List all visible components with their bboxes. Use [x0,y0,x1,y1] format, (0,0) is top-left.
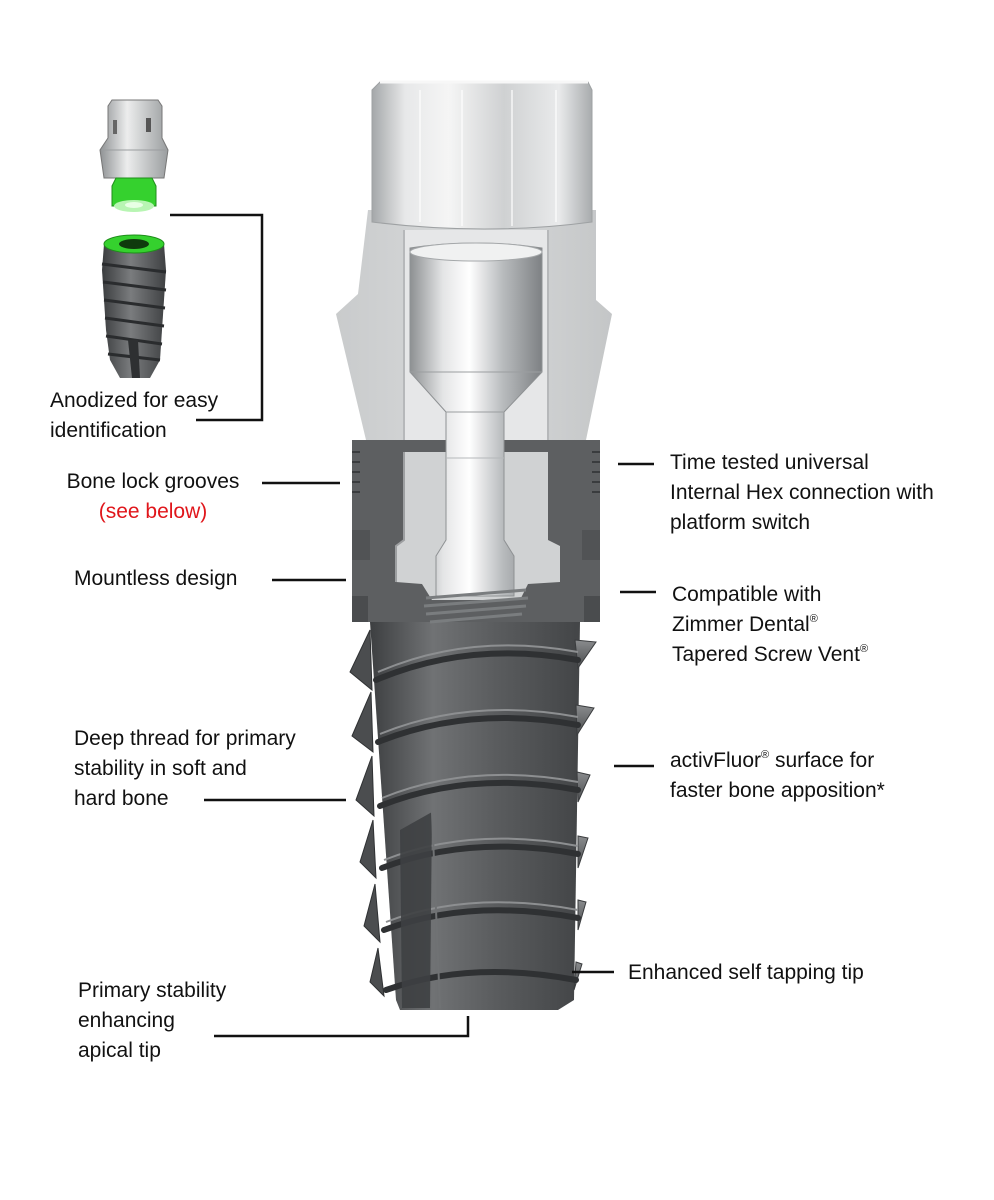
deep-thread-label-line-3: hard bone [74,787,169,810]
small-implant [101,234,167,378]
small-abutment [99,99,169,212]
compatible-label-line-1: Compatible with [672,583,822,606]
anodized-label-line-1: Anodized for easy [50,389,219,412]
primary-stability-callout-line [214,1016,470,1038]
bone-lock-label: Bone lock grooves (see below) [52,467,254,527]
bone-lock-label-text: Bone lock grooves [66,470,240,493]
deep-thread-label-line-2: stability in soft and [74,757,247,780]
self-tapping-label-text: Enhanced self tapping tip [628,961,864,984]
deep-thread-label: Deep thread for primary stability in sof… [74,724,296,814]
compatible-label: Compatible with Zimmer Dental® Tapered S… [672,580,868,670]
internal-hex-label-line-2: Internal Hex connection with [670,481,934,504]
compatible-label-line-2: Zimmer Dental® [672,610,868,640]
callout-lines [170,213,656,1038]
see-below-link[interactable]: (see below) [98,500,208,523]
surface-for-text: surface for [769,749,875,772]
zimmer-dental-text: Zimmer Dental [672,613,810,636]
anodized-label: Anodized for easy identification [50,386,218,446]
activfluor-label-line-1: activFluor® surface for [670,746,885,776]
deep-thread-label-line-1: Deep thread for primary [74,727,296,750]
internal-hex-label: Time tested universal Internal Hex conne… [670,448,934,538]
activfluor-label: activFluor® surface for faster bone appo… [670,746,885,806]
internal-hex-label-line-1: Time tested universal [670,451,869,474]
primary-stability-label: Primary stability enhancing apical tip [78,976,226,1066]
registered-mark: ® [859,643,869,655]
compatible-label-line-3: Tapered Screw Vent® [672,640,868,670]
abutment-screw [409,242,543,624]
self-tapping-label: Enhanced self tapping tip [628,958,864,988]
registered-mark: ® [809,613,818,625]
anodized-label-line-2: identification [50,419,167,442]
registered-mark: ® [761,749,770,761]
mountless-label-text: Mountless design [74,567,238,590]
primary-stability-label-line-3: apical tip [78,1039,161,1062]
tapered-screw-vent-text: Tapered Screw Vent [672,643,860,666]
primary-stability-label-line-1: Primary stability [78,979,227,1002]
internal-hex-label-line-3: platform switch [670,511,811,534]
activfluor-text: activFluor [670,749,762,772]
primary-stability-label-line-2: enhancing [78,1009,175,1032]
anodized-callout-line [170,213,264,422]
mountless-label: Mountless design [74,564,237,594]
activfluor-label-line-2: faster bone apposition* [670,779,885,802]
